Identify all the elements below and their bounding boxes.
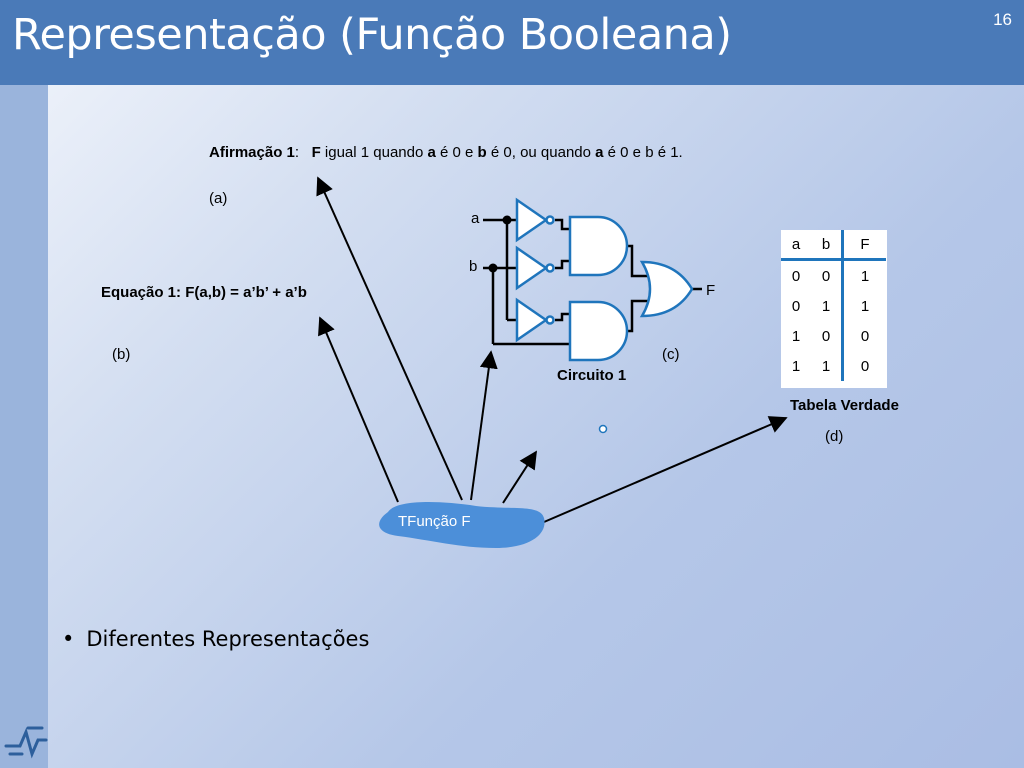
circuit-title: Circuito 1	[557, 367, 627, 384]
header-b: b	[811, 230, 843, 261]
cell-a: 1	[791, 357, 801, 375]
marker-dot	[598, 424, 608, 434]
circuit-input-a: a	[471, 210, 480, 227]
arrow-to-circuit-2	[502, 450, 537, 504]
function-blob	[379, 502, 545, 548]
arrow-to-equation	[318, 316, 399, 503]
inverter-bubble-3	[545, 315, 555, 325]
cell-a: 0	[791, 297, 801, 315]
arrows	[316, 176, 788, 523]
truth-table: a b F 0 0 1 0 1 1 1 0 0 1 1 0	[781, 230, 887, 388]
and-gate-2	[568, 300, 629, 362]
circuit-input-b: b	[469, 258, 478, 275]
table-row: 1 0 0	[781, 321, 886, 351]
cell-f: 0	[841, 351, 886, 381]
bullet-text: Diferentes Representações	[86, 627, 370, 651]
slide-title: Representação (Função Booleana)	[12, 10, 732, 60]
truth-table-header: a b F	[781, 230, 886, 261]
cell-b: 0	[821, 327, 831, 345]
junction-a	[502, 215, 512, 225]
statement-var-a2: a	[595, 144, 604, 161]
arrow-to-circuit	[470, 350, 498, 501]
header-f: F	[841, 230, 886, 261]
table-row: 0 0 1	[781, 259, 886, 291]
statement-colon: :	[294, 144, 300, 161]
title-bar: Representação (Função Booleana) 16	[0, 0, 1024, 85]
tag-c: (c)	[662, 346, 680, 363]
cell-a: 0	[791, 267, 801, 285]
tag-a: (a)	[209, 190, 228, 207]
and-gate-1	[568, 215, 629, 277]
left-decor-bar	[0, 85, 48, 768]
cell-b: 1	[821, 297, 831, 315]
or-gate	[639, 260, 694, 318]
inverter-bubble-2	[545, 263, 555, 273]
cell-b: 1	[821, 357, 831, 375]
function-blob-label: TFunção F	[398, 513, 471, 530]
bullet-item: • Diferentes Representações	[62, 627, 369, 651]
tag-b: (b)	[112, 346, 131, 363]
cell-f: 0	[841, 321, 886, 351]
statement-text-1: igual 1 quando	[320, 144, 428, 161]
statement-text-3: é 0, ou quando	[486, 144, 596, 161]
circuit-gates	[515, 197, 694, 362]
table-row: 1 1 0	[781, 351, 886, 381]
statement-var-a1: a	[427, 144, 436, 161]
truth-table-title: Tabela Verdade	[790, 397, 899, 414]
arrow-to-truth-table	[543, 416, 788, 523]
statement-text-4: é 0 e b é 1.	[603, 144, 683, 161]
equation-text: Equação 1: F(a,b) = a’b’ + a’b	[101, 284, 307, 301]
inverter-bubble-1	[545, 215, 555, 225]
circuit-wires	[483, 218, 702, 346]
tag-d: (d)	[825, 428, 844, 445]
statement-text: Afirmação 1: F igual 1 quando a é 0 e b …	[209, 144, 683, 161]
arrow-to-statement	[316, 176, 463, 501]
statement-var-f: F	[311, 144, 321, 161]
logo-icon	[4, 726, 48, 759]
statement-text-2: é 0 e	[435, 144, 478, 161]
statement-label: Afirmação 1	[209, 144, 295, 161]
circuit-output-f: F	[706, 282, 716, 299]
inverter-gate-2	[515, 245, 549, 291]
cell-b: 0	[821, 267, 831, 285]
bullet-dot-icon: •	[62, 627, 75, 651]
cell-a: 1	[791, 327, 801, 345]
statement-var-b1: b	[477, 144, 487, 161]
cell-f: 1	[841, 259, 886, 291]
slide-number: 16	[993, 10, 1012, 29]
table-row: 0 1 1	[781, 291, 886, 321]
header-a: a	[781, 230, 811, 261]
cell-f: 1	[841, 291, 886, 321]
junction-b	[488, 263, 498, 273]
inverter-gate-1	[515, 197, 549, 243]
inverter-gate-3	[515, 297, 549, 343]
